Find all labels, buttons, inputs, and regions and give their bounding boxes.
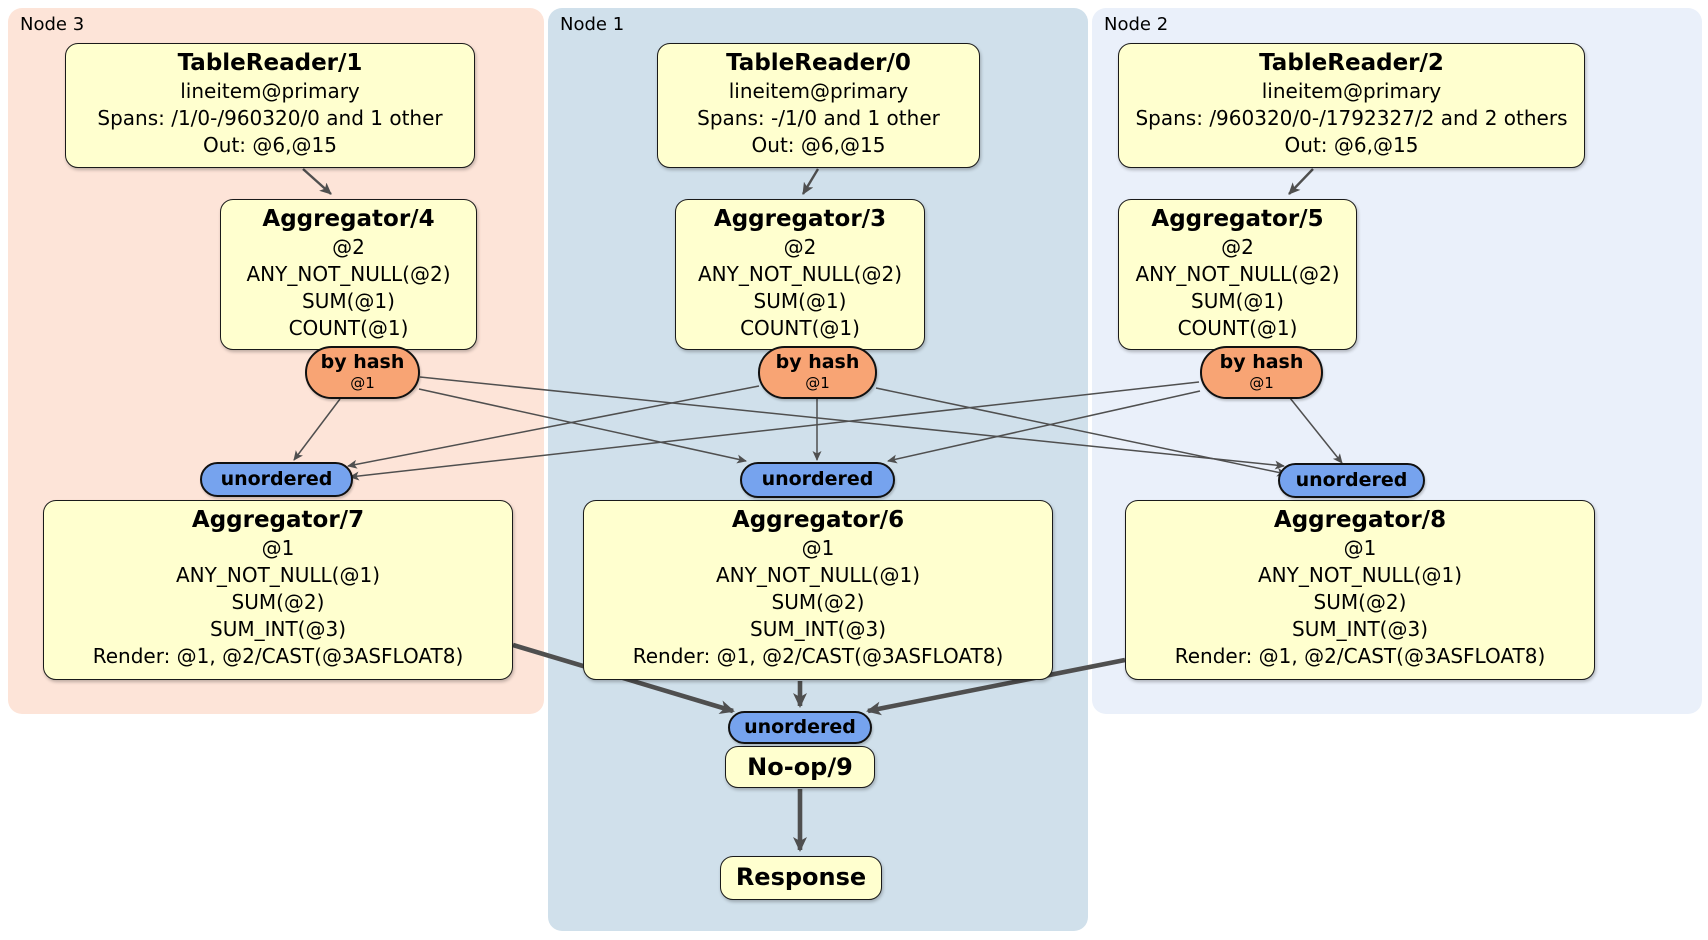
processor-detail: SUM(@1) bbox=[753, 289, 847, 313]
processor-detail: COUNT(@1) bbox=[1177, 316, 1298, 340]
processor-detail: ANY_NOT_NULL(@2) bbox=[246, 262, 451, 286]
processor-detail: SUM_INT(@3) bbox=[750, 617, 886, 641]
processor-detail: SUM(@1) bbox=[1191, 289, 1284, 313]
processor-tablereader-0: TableReader/0 lineitem@primary Spans: -/… bbox=[657, 43, 980, 168]
processor-detail: SUM(@1) bbox=[302, 289, 395, 313]
processor-tablereader-1: TableReader/1 lineitem@primary Spans: /1… bbox=[65, 43, 475, 168]
processor-title: Aggregator/7 bbox=[191, 507, 365, 533]
edge-aggregator8-final-unordered bbox=[866, 657, 1126, 716]
edge-byhash-node3-unordered-node3 bbox=[293, 398, 341, 461]
router-by-hash-node3: by hash @1 bbox=[305, 346, 420, 399]
processor-detail: SUM(@2) bbox=[231, 590, 325, 614]
processor-detail: @1 bbox=[261, 536, 295, 560]
processor-detail: Spans: /960320/0-/1792327/2 and 2 others bbox=[1135, 106, 1568, 130]
processor-detail: Spans: -/1/0 and 1 other bbox=[697, 106, 940, 130]
processor-detail: SUM(@2) bbox=[771, 590, 865, 614]
processor-aggregator-5: Aggregator/5 @2 ANY_NOT_NULL(@2) SUM(@1)… bbox=[1118, 199, 1357, 350]
edge-tablereader0-aggregator3 bbox=[801, 168, 820, 195]
processor-detail: Out: @6,@15 bbox=[1284, 133, 1419, 157]
sync-label: unordered bbox=[220, 468, 333, 490]
processor-title: TableReader/0 bbox=[726, 50, 911, 76]
region-node-1-label: Node 1 bbox=[560, 14, 625, 35]
processor-detail: Render: @1, @2/CAST(@3ASFLOAT8) bbox=[92, 644, 464, 668]
router-by-hash-node1: by hash @1 bbox=[758, 346, 877, 399]
edge-tablereader1-aggregator4 bbox=[302, 168, 332, 195]
processor-detail: COUNT(@1) bbox=[740, 316, 860, 340]
edge-byhash-node1-unordered-node2 bbox=[875, 387, 1287, 477]
processor-title: TableReader/1 bbox=[177, 50, 363, 76]
processor-title: Response bbox=[735, 863, 867, 891]
processor-detail: ANY_NOT_NULL(@1) bbox=[176, 563, 380, 587]
sync-unordered-node3: unordered bbox=[200, 462, 353, 497]
region-node-2-label: Node 2 bbox=[1104, 14, 1169, 35]
processor-detail: ANY_NOT_NULL(@2) bbox=[1135, 262, 1340, 286]
edge-tablereader2-aggregator5 bbox=[1288, 168, 1314, 195]
sync-unordered-node1: unordered bbox=[740, 462, 895, 498]
processor-detail: Spans: /1/0-/960320/0 and 1 other bbox=[97, 106, 443, 130]
processor-detail: lineitem@primary bbox=[1261, 79, 1442, 103]
edge-byhash-node2-unordered-node3 bbox=[349, 381, 1200, 481]
sync-label: unordered bbox=[1295, 469, 1408, 491]
processor-title: Aggregator/5 bbox=[1151, 206, 1324, 232]
processor-detail: SUM_INT(@3) bbox=[1292, 617, 1428, 641]
processor-title: Aggregator/6 bbox=[731, 507, 905, 533]
processor-detail: Render: @1, @2/CAST(@3ASFLOAT8) bbox=[1174, 644, 1546, 668]
processor-detail: ANY_NOT_NULL(@2) bbox=[698, 262, 902, 286]
router-by-hash-node2: by hash @1 bbox=[1200, 346, 1323, 399]
processor-detail: SUM(@2) bbox=[1313, 590, 1407, 614]
processor-detail: @2 bbox=[783, 235, 817, 259]
router-label: by hash bbox=[320, 351, 405, 373]
processor-aggregator-7: Aggregator/7 @1 ANY_NOT_NULL(@1) SUM(@2)… bbox=[43, 500, 513, 680]
processor-aggregator-4: Aggregator/4 @2 ANY_NOT_NULL(@2) SUM(@1)… bbox=[220, 199, 477, 350]
processor-detail: Render: @1, @2/CAST(@3ASFLOAT8) bbox=[632, 644, 1004, 668]
processor-detail: @1 bbox=[801, 536, 835, 560]
processor-detail: Out: @6,@15 bbox=[751, 133, 886, 157]
router-detail: @1 bbox=[350, 374, 375, 392]
processor-title: Aggregator/8 bbox=[1273, 507, 1447, 533]
sync-unordered-final: unordered bbox=[728, 711, 872, 744]
processor-tablereader-2: TableReader/2 lineitem@primary Spans: /9… bbox=[1118, 43, 1585, 168]
processor-detail: @2 bbox=[332, 235, 365, 259]
edge-byhash-node2-unordered-node2 bbox=[1289, 397, 1343, 464]
router-label: by hash bbox=[775, 351, 860, 373]
processor-aggregator-6: Aggregator/6 @1 ANY_NOT_NULL(@1) SUM(@2)… bbox=[583, 500, 1053, 680]
sync-unordered-node2: unordered bbox=[1278, 463, 1425, 498]
processor-detail: @2 bbox=[1221, 235, 1254, 259]
processor-title: Aggregator/3 bbox=[713, 206, 887, 232]
edge-byhash-node3-unordered-node1 bbox=[418, 388, 747, 464]
router-label: by hash bbox=[1219, 351, 1304, 373]
edge-byhash-node2-unordered-node1 bbox=[887, 390, 1201, 464]
sync-label: unordered bbox=[761, 468, 874, 490]
processor-response: Response bbox=[720, 856, 882, 900]
processor-detail: @1 bbox=[1343, 536, 1377, 560]
processor-detail: ANY_NOT_NULL(@1) bbox=[1258, 563, 1462, 587]
processor-title: No-op/9 bbox=[747, 753, 853, 781]
sync-label: unordered bbox=[744, 716, 856, 738]
processor-detail: lineitem@primary bbox=[728, 79, 909, 103]
processor-detail: Out: @6,@15 bbox=[203, 133, 337, 157]
router-detail: @1 bbox=[805, 374, 830, 392]
processor-title: Aggregator/4 bbox=[262, 206, 435, 232]
processor-detail: COUNT(@1) bbox=[288, 316, 409, 340]
processor-aggregator-3: Aggregator/3 @2 ANY_NOT_NULL(@2) SUM(@1)… bbox=[675, 199, 925, 350]
processor-title: TableReader/2 bbox=[1259, 50, 1444, 76]
processor-detail: SUM_INT(@3) bbox=[210, 617, 346, 641]
processor-aggregator-8: Aggregator/8 @1 ANY_NOT_NULL(@1) SUM(@2)… bbox=[1125, 500, 1595, 680]
region-node-3-label: Node 3 bbox=[20, 14, 85, 35]
processor-noop-9: No-op/9 bbox=[725, 746, 875, 788]
router-detail: @1 bbox=[1249, 374, 1274, 392]
processor-detail: ANY_NOT_NULL(@1) bbox=[716, 563, 920, 587]
processor-detail: lineitem@primary bbox=[180, 79, 360, 103]
edge-byhash-node1-unordered-node3 bbox=[347, 385, 760, 469]
